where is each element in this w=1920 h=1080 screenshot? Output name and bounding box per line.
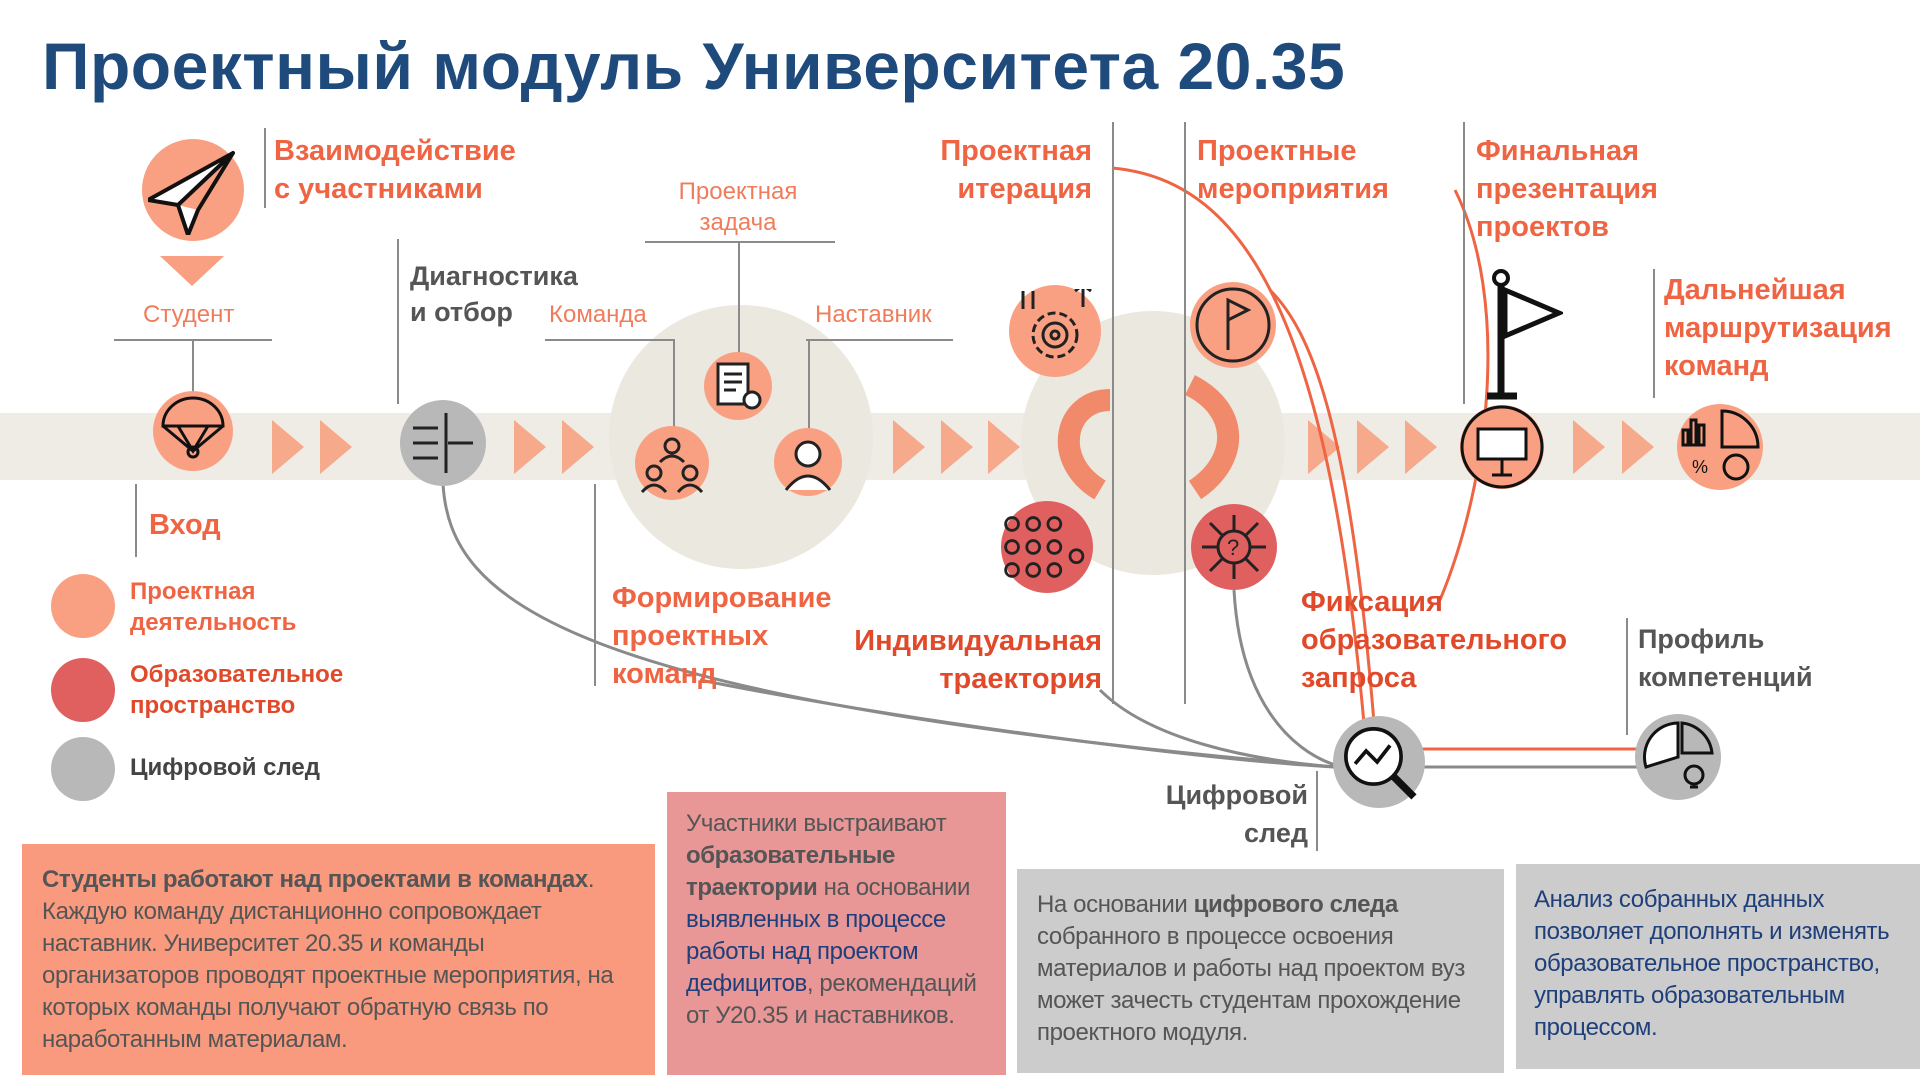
legend-swatch-project (51, 574, 115, 638)
trajectory-network-icon (1001, 501, 1093, 593)
divider (135, 484, 137, 557)
team-icon (635, 426, 709, 500)
box1-bold: Студенты работают над проектами в команд… (42, 866, 588, 893)
gear-target-icon (1009, 285, 1101, 377)
divider (1184, 122, 1186, 704)
page-title: Проектный модуль Университета 20.35 (42, 29, 1346, 103)
box2-highlight: выявленных в процессе работы над проекто… (686, 906, 946, 997)
mentor-icon (774, 428, 842, 496)
paper-plane-icon (142, 139, 244, 241)
divider (192, 339, 194, 399)
divider (645, 241, 835, 243)
info-box-digital: На основании цифрового следа собранного … (1017, 869, 1504, 1073)
box3-bold: цифрового следа (1193, 891, 1399, 918)
info-box-analysis: Анализ собранных данных позволяет дополн… (1516, 864, 1920, 1069)
box1-text: . Каждую команду дистанционно сопровожда… (42, 866, 614, 1053)
box2-text: , рекомендаций от У20.35 и наставников. (686, 970, 977, 1029)
presentation-icon (1460, 405, 1544, 489)
divider (1463, 122, 1465, 404)
label-student: Студент (143, 301, 235, 328)
divider (264, 128, 266, 208)
box3-text: На основании (1037, 891, 1194, 918)
parachute-icon (153, 391, 233, 471)
divider (1626, 618, 1628, 735)
divider (806, 339, 953, 341)
analytics-chart-icon: % (1677, 404, 1763, 490)
filter-icon (400, 400, 486, 486)
legend-swatch-digital (51, 737, 115, 801)
magnifier-chart-icon (1333, 716, 1425, 808)
divider (808, 339, 810, 429)
divider (1112, 122, 1114, 704)
box3-text: собранного в процессе освоения материало… (1037, 923, 1465, 1046)
chevron-arrows (272, 420, 1654, 474)
competency-profile-icon (1635, 714, 1721, 800)
box2-text: Участники выстраивают (686, 810, 947, 837)
divider (594, 484, 596, 686)
label-entry: Вход (149, 509, 221, 541)
info-box-trajectories: Участники выстраивают образовательные тр… (667, 792, 1006, 1075)
divider (673, 339, 675, 427)
box2-bold: образовательные траектории (686, 842, 896, 901)
info-box-projects: Студенты работают над проектами в команд… (22, 844, 655, 1075)
finish-flag-icon (1487, 269, 1563, 400)
legend-digital: Цифровой след (130, 754, 320, 781)
task-document-icon (704, 352, 772, 420)
label-mentor: Наставник (815, 301, 932, 328)
divider (1653, 269, 1655, 398)
down-triangle-icon (160, 256, 224, 286)
svg-text:%: % (1692, 457, 1708, 477)
legend-swatch-education (51, 658, 115, 722)
question-network-icon: ? (1191, 504, 1277, 590)
svg-text:?: ? (1227, 535, 1239, 560)
divider (397, 239, 399, 404)
divider (1316, 771, 1318, 851)
label-team: Команда (549, 301, 647, 328)
divider (738, 241, 740, 353)
divider (545, 339, 673, 341)
box2-text: на основании (817, 874, 971, 901)
flag-circle-icon (1190, 282, 1276, 368)
